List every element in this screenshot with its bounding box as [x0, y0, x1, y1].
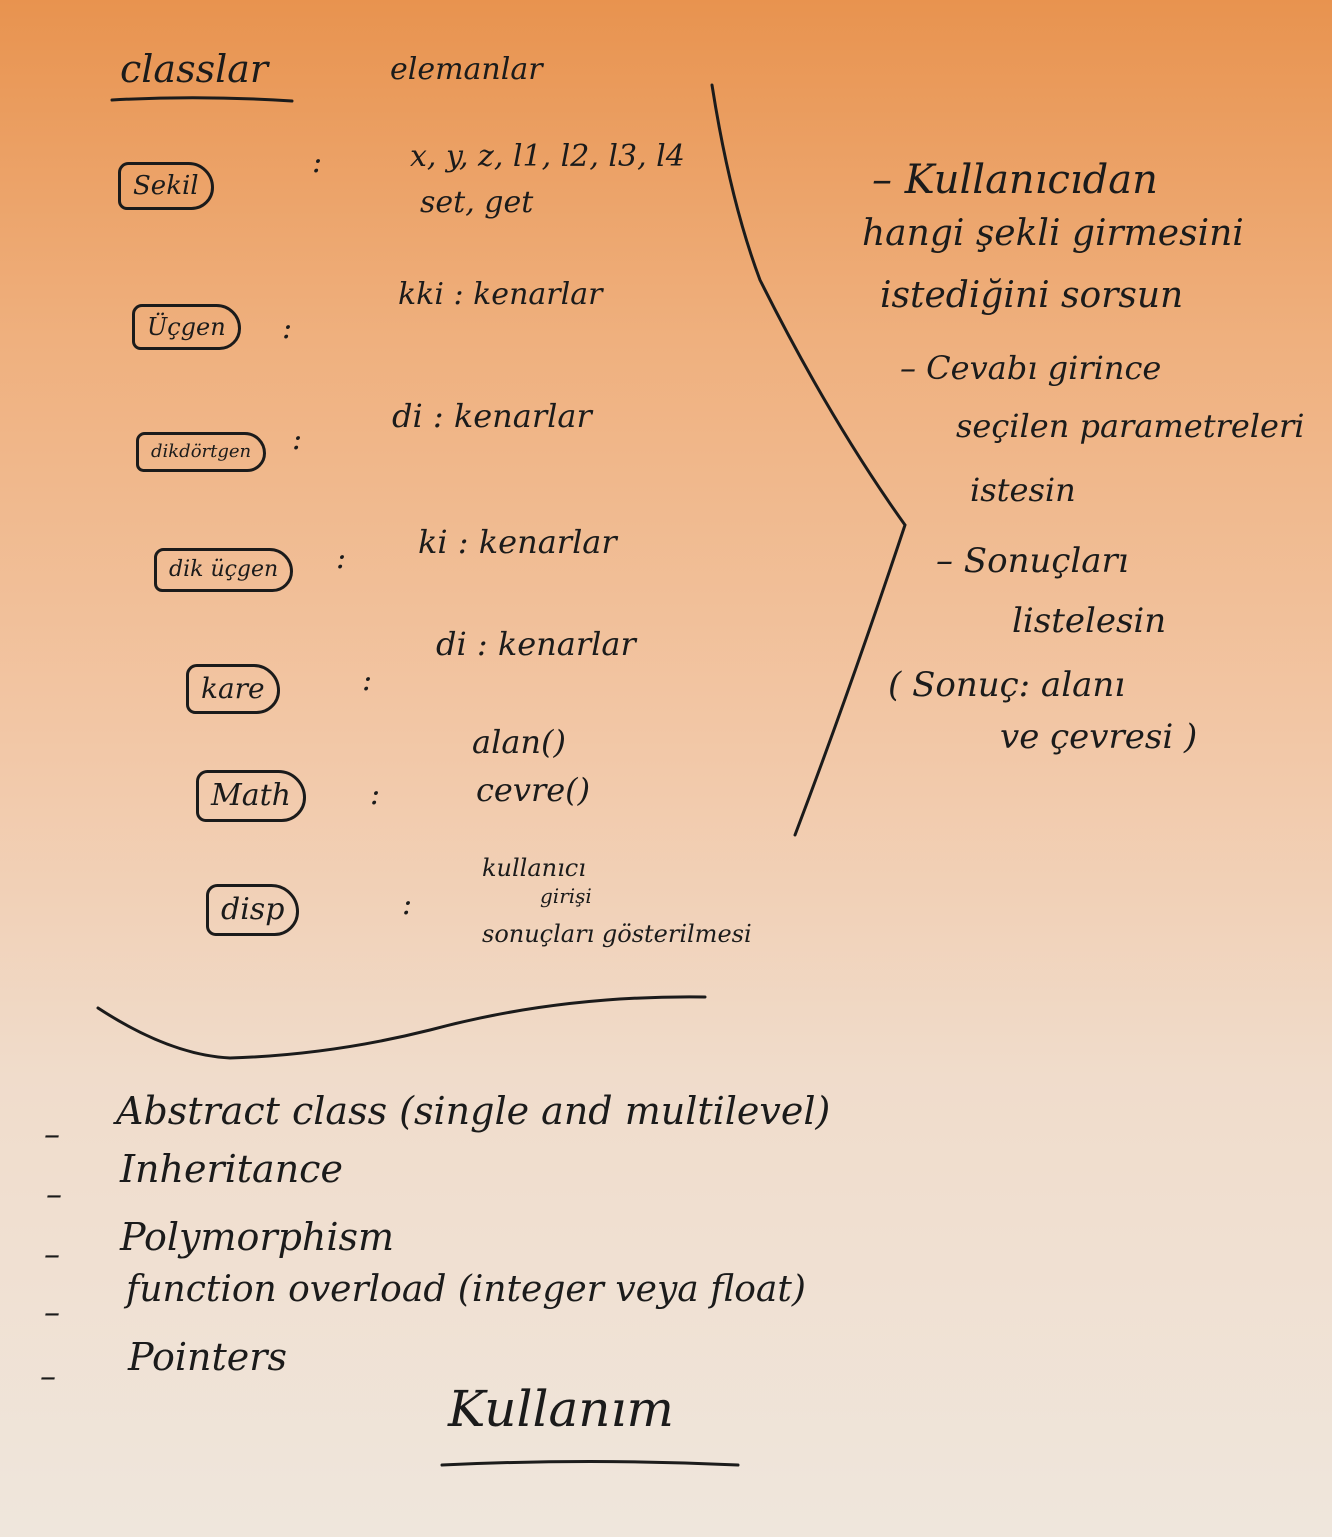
note-line: istediğini sorsun	[880, 275, 1184, 316]
note-line: – Kullanıcıdan	[872, 157, 1158, 203]
topic-text: Inheritance	[120, 1147, 343, 1191]
class-separator: :	[402, 887, 413, 922]
class-element: set, get	[420, 185, 534, 220]
bullet: –	[44, 1115, 60, 1153]
topic-text: Polymorphism	[120, 1215, 395, 1259]
summary-brace	[96, 995, 707, 1060]
classes-header: classlar	[120, 47, 269, 91]
class-separator: :	[312, 145, 323, 180]
bullet: –	[40, 1357, 56, 1395]
class-element: kki : kenarlar	[398, 277, 603, 312]
class-element: di : kenarlar	[436, 625, 636, 663]
usage-heading: Kullanım	[448, 1380, 674, 1438]
class-box: disp	[206, 884, 300, 936]
class-separator: :	[292, 422, 303, 457]
note-line: istesin	[970, 471, 1076, 509]
note-line: – Cevabı girince	[900, 349, 1162, 387]
class-element: cevre()	[476, 771, 591, 809]
note-line: hangi şekli girmesini	[862, 213, 1244, 254]
class-box: Sekil	[118, 162, 214, 210]
class-element: sonuçları gösterilmesi	[482, 920, 752, 948]
topic-text: Pointers	[128, 1335, 287, 1379]
class-box: Math	[196, 770, 306, 822]
elements-header: elemanlar	[390, 52, 543, 87]
class-separator: :	[362, 663, 373, 698]
divider-line	[710, 83, 907, 837]
note-line: ( Sonuç: alanı	[888, 665, 1126, 705]
bullet: –	[46, 1175, 62, 1213]
note-line: seçilen parametreleri	[956, 407, 1305, 445]
footer-underline	[440, 1460, 740, 1467]
class-box: Üçgen	[132, 304, 241, 350]
class-element: girişi	[540, 884, 592, 908]
class-separator: :	[282, 311, 293, 346]
class-element: di : kenarlar	[392, 397, 592, 435]
note-line: ve çevresi )	[1000, 717, 1198, 757]
class-separator: :	[336, 541, 347, 576]
class-element: alan()	[472, 723, 566, 761]
bullet: –	[44, 1235, 60, 1273]
class-element: kullanıcı	[482, 854, 586, 882]
class-element: ki : kenarlar	[418, 523, 617, 561]
class-box: kare	[186, 664, 280, 714]
class-element: x, y, z, l1, l2, l3, l4	[410, 139, 685, 174]
note-line: listelesin	[1012, 601, 1167, 641]
bullet: –	[44, 1293, 60, 1331]
class-box: dikdörtgen	[136, 432, 267, 472]
topic-text: Abstract class (single and multilevel)	[116, 1089, 831, 1133]
class-separator: :	[370, 777, 381, 812]
topic-text: function overload (integer veya float)	[126, 1269, 806, 1310]
note-line: – Sonuçları	[936, 541, 1129, 581]
class-box: dik üçgen	[154, 548, 294, 592]
classes-underline	[110, 96, 294, 103]
